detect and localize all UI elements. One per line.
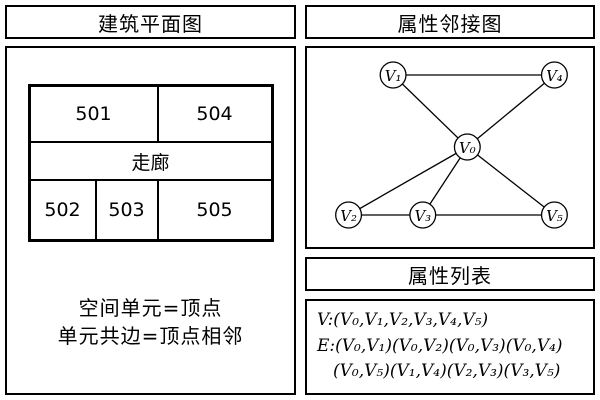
floor-plan-title: 建筑平面图: [98, 11, 203, 36]
graph-edge-V0-V2: [348, 146, 468, 216]
attribute-list-box: V:(V₀,V₁,V₂,V₃,V₄,V₅) E:(V₀,V₁)(V₀,V₂)(V…: [305, 299, 595, 395]
room-501: 501: [29, 86, 158, 142]
graph-edge-V4-V0: [466, 74, 555, 148]
attribute-list-title: 属性列表: [408, 263, 492, 288]
caption-line-2: 单元共边=顶点相邻: [57, 324, 244, 348]
room-503: 503: [95, 180, 158, 240]
graph-node-label-V1: V₁: [385, 67, 402, 85]
graph-node-V4: [540, 61, 568, 89]
graph-node-V5: [540, 201, 568, 229]
room-505: 505: [157, 180, 272, 240]
graph-node-label-V2: V₂: [340, 207, 357, 225]
mapping-caption: 空间单元=顶点 单元共边=顶点相邻: [58, 294, 244, 350]
room-504: 504: [157, 86, 272, 142]
graph-title: 属性邻接图: [397, 11, 503, 36]
room-corridor: 走廊: [29, 142, 272, 180]
floor-plan-panel: 建筑平面图 501 504 走廊 502 503 505 空间单元=顶点 单元共…: [5, 5, 296, 395]
floor-plan-grid: 501 504 走廊 502 503 505: [27, 84, 274, 242]
graph-title-box: 属性邻接图: [305, 5, 595, 39]
edge-set-line-1: E:(V₀,V₁)(V₀,V₂)(V₀,V₃)(V₀,V₄): [317, 335, 563, 356]
graph-node-V2: [335, 201, 363, 229]
adjacency-graph-box: V₁ V₄ V₀ V₂ V₃ V₅: [305, 46, 595, 249]
adjacency-graph-svg: V₁ V₄ V₀ V₂ V₃ V₅: [335, 61, 568, 229]
graph-node-V1: [379, 61, 407, 89]
graph-node-label-V0: V₀: [459, 139, 476, 157]
vertex-set-line: V:(V₀,V₁,V₂,V₃,V₄,V₅): [317, 310, 489, 330]
graph-edge-V0-V5: [466, 146, 555, 216]
floor-plan-frame: 501 504 走廊 502 503 505 空间单元=顶点 单元共边=顶点相邻: [5, 46, 296, 395]
graph-node-V0: [453, 133, 481, 161]
floor-plan-title-box: 建筑平面图: [5, 5, 296, 39]
edge-set-line-2: (V₀,V₅)(V₁,V₄)(V₂,V₃)(V₃,V₅): [333, 361, 561, 381]
room-502: 502: [29, 180, 96, 240]
graph-node-label-V5: V₅: [546, 207, 563, 225]
graph-node-V3: [409, 201, 437, 229]
graph-node-label-V4: V₄: [546, 67, 563, 85]
attribute-list-title-box: 属性列表: [305, 257, 595, 291]
caption-line-1: 空间单元=顶点: [78, 296, 223, 320]
graph-edge-V1-V0: [392, 74, 468, 148]
adjacency-panel: 属性邻接图 V₁ V₄ V₀ V₂ V₃ V₅ 属性列表 V:(V₀,V₁,V₂,V₃,V…: [305, 5, 595, 395]
graph-node-label-V3: V₃: [414, 207, 431, 225]
